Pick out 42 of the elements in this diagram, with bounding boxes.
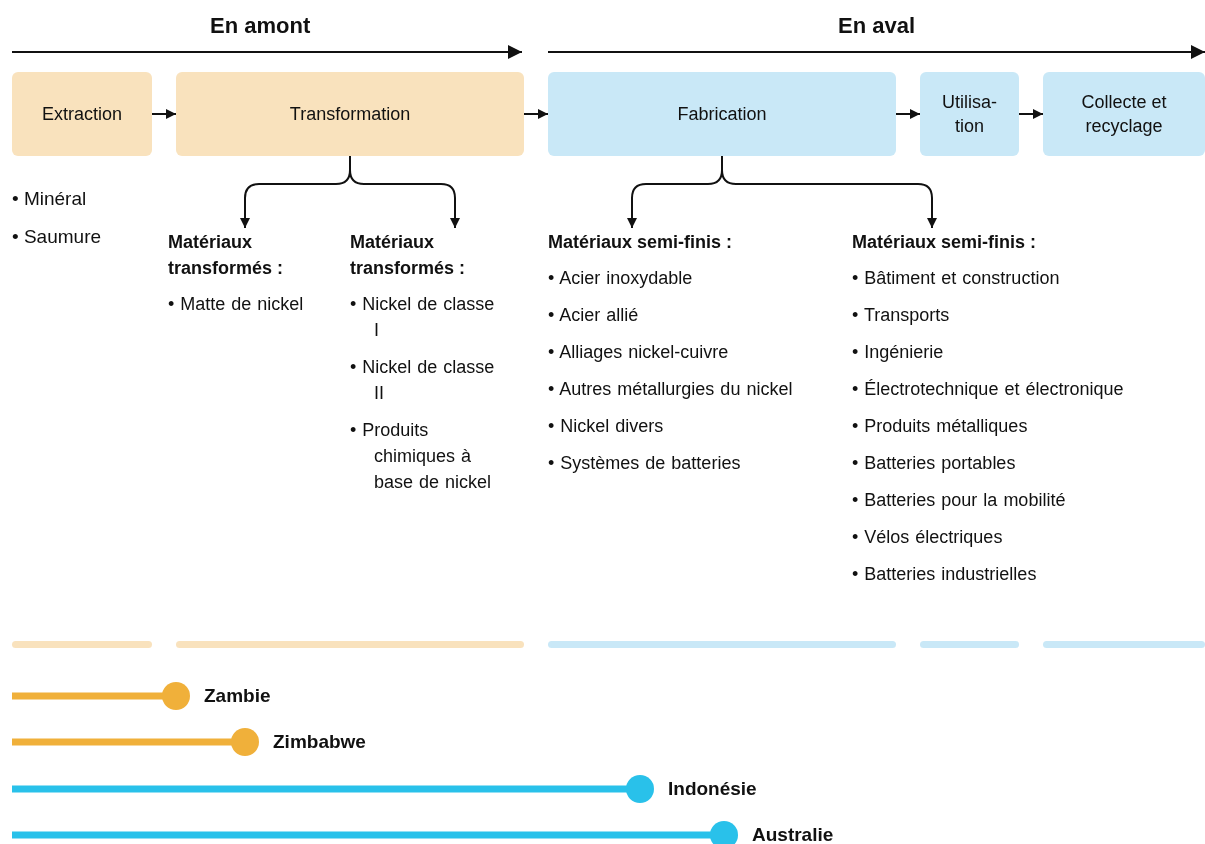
country-label: Australie [752,823,834,844]
list-heading: Matériaux transformés : [168,231,285,280]
section-heading: En aval [838,14,916,38]
list-item: • Ingénierie [852,341,945,364]
list-heading: Matériaux semi-finis : [548,231,734,254]
list-item: • Acier inoxydable [548,267,694,290]
list-item: • Bâtiment et construction [852,267,1061,290]
list-heading: Matériaux transformés : [350,231,467,280]
process-box: Transformation [176,72,524,156]
list-item: • Matte de nickel [168,293,305,316]
list-item: • Alliages nickel-cuivre [548,341,730,364]
list-item: • Minéral [12,187,87,211]
country-label: Zambie [204,684,271,708]
arrow [721,155,937,229]
arrow [895,109,921,119]
list-item: • Produits métalliques [852,415,1029,438]
list-heading: Matériaux semi-finis : [852,231,1038,254]
list-item: • Nickel divers [548,415,665,438]
list-item: • Nickel de classe I [350,293,496,342]
arrow [1018,109,1044,119]
country-label: Indonésie [668,777,757,801]
list-item: • Produits chimiques à base de nickel [350,419,493,494]
list-item: • Saumure [12,225,102,249]
process-box: Extraction [12,72,152,156]
country-label: Zimbabwe [273,730,366,754]
list-item: • Nickel de classe II [350,356,496,405]
list-item: • Vélos électriques [852,526,1004,549]
list-item: • Acier allié [548,304,640,327]
arrow [523,109,549,119]
list-item: • Électrotechnique et électronique [852,378,1125,401]
list-item: • Autres métallurgies du nickel [548,378,794,401]
process-box: Utilisa- tion [920,72,1019,156]
list-item: • Batteries portables [852,452,1017,475]
process-box: Collecte et recyclage [1043,72,1205,156]
arrow [349,155,460,229]
list-item: • Batteries industrielles [852,563,1038,586]
list-item: • Systèmes de batteries [548,452,742,475]
process-box: Fabrication [548,72,896,156]
list-item: • Transports [852,304,951,327]
section-heading: En amont [210,14,311,38]
list-item: • Batteries pour la mobilité [852,489,1067,512]
arrow [151,109,177,119]
